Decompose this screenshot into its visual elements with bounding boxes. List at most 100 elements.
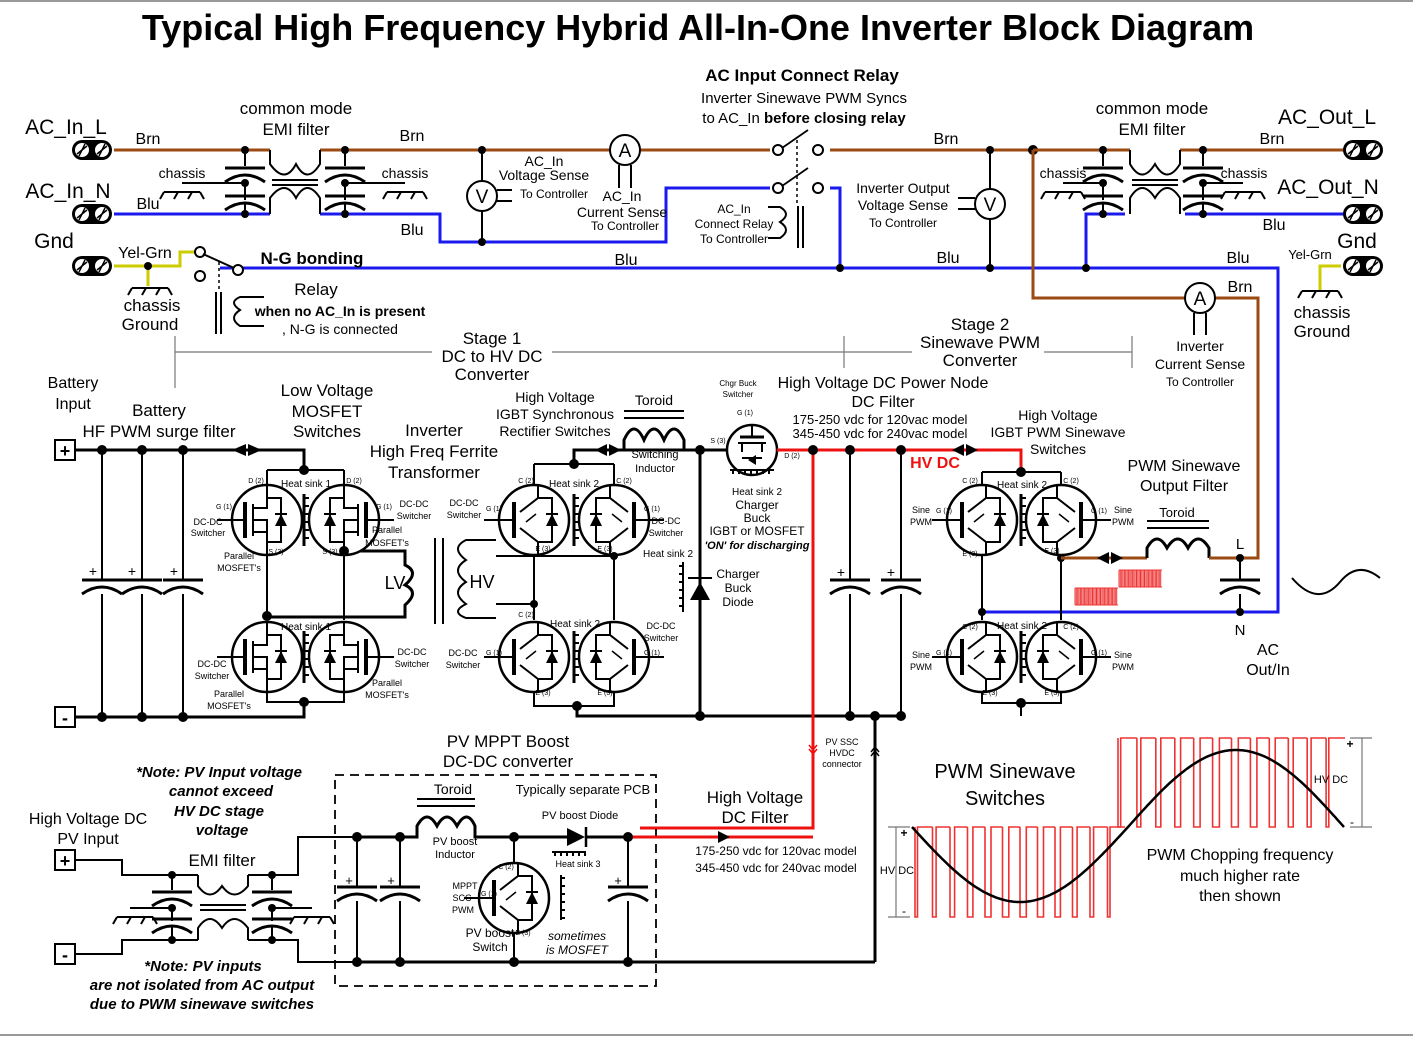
chassis-ground-icon — [1297, 290, 1343, 299]
ac-input-relay-title: AC Input Connect Relay — [705, 66, 899, 85]
pv-boost-switch-label-2: Switch — [472, 940, 507, 954]
plus-symbol: + — [60, 441, 71, 461]
sine-switches-title-3: Switches — [1030, 441, 1086, 457]
transformer-title-2: High Freq Ferrite — [370, 442, 498, 461]
voltmeter-icon — [974, 188, 1006, 220]
junction — [986, 264, 994, 272]
lv-winding-label: LV — [385, 573, 406, 593]
pv-input-label-1: High Voltage DC — [29, 811, 147, 828]
pin-label: E (3) — [962, 551, 977, 558]
pin-label: G (1) — [1091, 650, 1107, 657]
pv-hv-filter-label-2: DC Filter — [721, 808, 788, 827]
pv-connector-red-icon — [808, 744, 818, 756]
pin-label: G (1) — [216, 504, 232, 511]
dc-dc-switcher-label: DC-DC — [450, 498, 479, 508]
hv-rectifier-title-3: Rectifier Switches — [499, 423, 610, 439]
neutral-blue-wire-relay — [822, 186, 842, 268]
charger-buck-label-2: Buck — [744, 511, 772, 525]
pin-label: G (1) — [486, 650, 502, 657]
pin-label: S (3) — [268, 549, 283, 556]
lv-mosfet-title-3: Switches — [293, 422, 361, 441]
neutral-blue-bus — [220, 266, 1280, 614]
pin-label: G (1) — [644, 650, 660, 657]
sine-pwm-label: PWM — [1112, 662, 1134, 672]
dc-dc-switcher-label: DC-DC — [449, 648, 478, 658]
heat-sink-label: Heat sink 2 — [549, 479, 599, 490]
output-emi-title-1: common mode — [1096, 99, 1208, 118]
input-emi-title-1: common mode — [240, 99, 352, 118]
hv-dc-dimension-lines — [888, 737, 1372, 918]
dc-dc-switcher-label: Switcher — [649, 528, 684, 538]
output-filter-title-2: Output Filter — [1140, 478, 1229, 495]
inv-out-voltage-sense-1: Inverter Output — [856, 180, 949, 196]
pv-note2-line1: *Note: PV inputs — [144, 958, 262, 975]
hv-rectifier-title-2: IGBT Synchronous — [496, 406, 614, 422]
relay-coil-label-3: To Controller — [700, 232, 768, 246]
inv-current-sense-3: To Controller — [1166, 375, 1234, 389]
pwm-note-1: PWM Chopping frequency — [1147, 847, 1334, 864]
cap-plus: + — [387, 873, 395, 888]
battery-input-label-1: Battery — [48, 375, 99, 392]
ground-junction — [144, 262, 152, 270]
pin-label: E (3) — [1044, 548, 1059, 555]
pwm-sinewave-graphic — [911, 737, 1345, 918]
dc-dc-switcher-label: DC-DC — [194, 517, 223, 527]
pv-boost-inductor-label-1: PV boost — [433, 836, 478, 848]
ac-in-l-terminal-icon — [71, 139, 113, 161]
wire-label-blu: Blu — [1262, 217, 1285, 234]
gnd-in-terminal-icon — [71, 255, 113, 277]
heat-sink-label: Heat sink 3 — [555, 859, 600, 869]
ac-in-n-terminal-icon — [71, 203, 113, 225]
charger-buck-diode-label-2: Buck — [725, 581, 753, 595]
pin-label: G (1) — [1091, 508, 1107, 515]
pwm-positive-pulses — [1117, 737, 1345, 828]
pin-label: C (2) — [1063, 624, 1079, 631]
chgr-buck-switcher-label: Chgr Buck — [719, 379, 757, 388]
output-pwm-trace — [1074, 569, 1162, 606]
ac-input-relay-line2: to AC_In before closing relay — [702, 110, 906, 127]
pwm-note-3: then shown — [1199, 888, 1281, 905]
pwm-explainer-title-1: PWM Sinewave — [934, 761, 1075, 783]
dc-dc-switcher-label: DC-DC — [400, 499, 429, 509]
pv-emi-label: EMI filter — [188, 851, 255, 870]
pin-label: C (2) — [962, 478, 978, 485]
pin-label: C (2) — [962, 624, 978, 631]
ac-out-l-label: AC_Out_L — [1278, 106, 1376, 129]
pv-input-label-2: PV Input — [57, 831, 119, 848]
controller-leads — [497, 189, 512, 202]
stage2-label-2: Sinewave PWM — [920, 333, 1040, 352]
pv-boost-switch-label-1: PV boost — [466, 926, 515, 940]
cap-plus: + — [614, 873, 622, 888]
parallel-mosfets-label: MOSFET's — [365, 690, 409, 700]
pwm-plus: + — [1346, 737, 1353, 751]
chassis-label: chassis — [1040, 165, 1087, 181]
inv-out-voltage-sense-2: Voltage Sense — [858, 197, 949, 213]
parallel-mosfets-label: Parallel — [224, 551, 254, 561]
pv-boost-diode-label: PV boost Diode — [542, 810, 618, 822]
toroid-label: Toroid — [635, 392, 673, 408]
dc-dc-switcher-label: DC-DC — [647, 621, 676, 631]
gnd-out-terminal-icon — [1342, 255, 1384, 277]
ac-in-l-label: AC_In_L — [25, 116, 107, 139]
switching-inductor-label-2: Inductor — [635, 463, 675, 475]
heat-sink-label: Heat sink 2 — [997, 480, 1047, 491]
battery-surge-filter — [75, 444, 306, 722]
stage2-label-3: Converter — [943, 351, 1018, 370]
dc-dc-switcher-label: DC-DC — [652, 516, 681, 526]
pv-hv-filter-label-1: High Voltage — [707, 788, 803, 807]
chassis-label: chassis — [382, 165, 429, 181]
pwm-minus: - — [902, 904, 906, 918]
hv-dc-node-title-1: High Voltage DC Power Node — [778, 375, 989, 392]
charger-buck-switch — [725, 423, 779, 477]
pv-boost-circuit — [335, 798, 875, 967]
battery-input-label-2: Input — [55, 396, 91, 413]
pv-connector-label-2: HVDC — [829, 748, 855, 758]
pin-label: D (2) — [346, 478, 362, 485]
ac-in-n-label: AC_In_N — [25, 180, 110, 203]
sometimes-mosfet-label-1: sometimes — [548, 929, 606, 943]
sometimes-mosfet-label-2: is MOSFET — [546, 943, 610, 957]
hv-dc-label: HV DC — [910, 455, 960, 472]
ng-bonding-label: N-G bonding — [261, 249, 364, 268]
gnd-in-label: Gnd — [34, 230, 74, 253]
